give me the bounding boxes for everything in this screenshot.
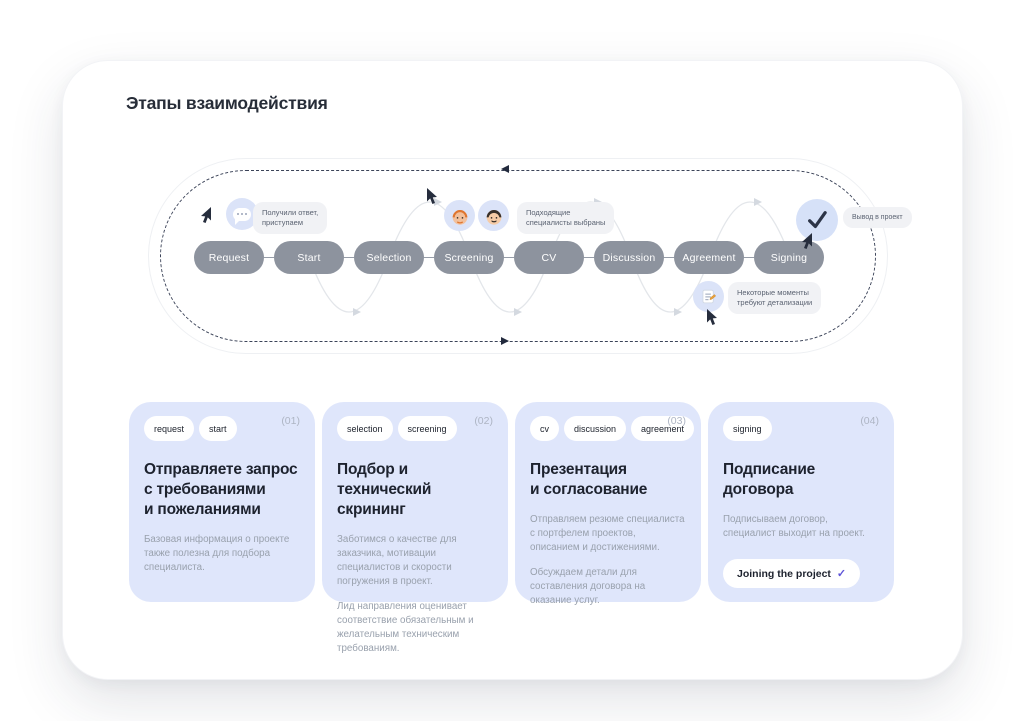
stage-pill-discussion: Discussion xyxy=(594,241,664,274)
pill-connector xyxy=(584,256,594,259)
check-icon: ✓ xyxy=(836,568,847,580)
cursor-pointer-icon xyxy=(201,207,211,223)
card-body: Базовая информация о проекте также полез… xyxy=(144,533,300,575)
pill-connector xyxy=(424,256,434,259)
specialist-avatar-icon xyxy=(478,200,509,231)
card-title: Подписание договора xyxy=(723,461,816,499)
card-number: (04) xyxy=(860,415,879,427)
tag-agreement: agreement xyxy=(631,416,695,441)
tooltip-specialists: Подходящие специалисты выбраны xyxy=(517,202,615,235)
diagram-dashed-loop xyxy=(160,170,876,342)
card-paragraph: Базовая информация о проекте также полез… xyxy=(144,534,290,574)
stage-pill-signing: Signing xyxy=(754,241,824,274)
loop-arrow-bottom-icon xyxy=(501,337,509,345)
pill-connector xyxy=(264,256,274,259)
stage-pill-request: Request xyxy=(194,241,264,274)
tooltip-reply: Получили ответ, приступаем xyxy=(253,202,328,235)
stage-pill-selection: Selection xyxy=(354,241,424,274)
card-paragraph: Заботимся о качестве для заказчика, моти… xyxy=(337,534,457,588)
card-number: (02) xyxy=(474,415,493,427)
tag-selection: selection xyxy=(337,416,393,441)
memo-document-icon xyxy=(693,281,724,312)
pill-connector xyxy=(664,256,674,259)
tag-row: request start xyxy=(144,416,300,441)
card-body: Подписываем договор, специалист выходит … xyxy=(723,513,879,541)
tag-discussion: discussion xyxy=(564,416,627,441)
tag-start: start xyxy=(199,416,237,441)
stage-pill-start: Start xyxy=(274,241,344,274)
steps-card-row: request start (01) Отправляете запрос с … xyxy=(129,402,894,654)
stage-pill-screening: Screening xyxy=(434,241,504,274)
card-title: Подбор и технический скрининг xyxy=(337,461,432,519)
card-number: (01) xyxy=(281,415,300,427)
tooltip-project: Вывод в проект xyxy=(843,207,912,229)
pill-connector xyxy=(504,256,514,259)
tag-row: cv discussion agreement xyxy=(530,416,695,441)
card-paragraph: Отправляем резюме специалиста с портфеле… xyxy=(530,514,685,554)
cursor-pointer-icon xyxy=(802,233,812,249)
card-title: Презентация и согласование xyxy=(530,461,648,499)
stage-pill-cv: CV xyxy=(514,241,584,274)
step-card-01: request start (01) Отправляете запрос с … xyxy=(129,402,315,602)
cursor-pointer-icon xyxy=(707,309,717,325)
stage-pill-row: Request Start Selection Screening CV Dis… xyxy=(194,241,824,274)
tag-signing: signing xyxy=(723,416,772,441)
tag-screening: screening xyxy=(397,416,457,441)
card-paragraph: Лид направления оценивает соответствие о… xyxy=(337,601,474,654)
page-title: Этапы взаимодействия xyxy=(126,93,328,113)
tag-row: signing xyxy=(723,416,879,441)
joining-project-button[interactable]: Joining the project ✓ xyxy=(723,559,861,588)
main-panel: Этапы взаимодействия Request Start Selec… xyxy=(62,60,963,680)
stage-pill-agreement: Agreement xyxy=(674,241,744,274)
step-card-04: signing (04) Подписание договора Подписы… xyxy=(708,402,894,602)
loop-arrow-top-icon xyxy=(501,165,509,173)
diagram-outer-border xyxy=(148,158,888,354)
tag-row: selection screening xyxy=(337,416,493,441)
card-title: Отправляете запрос с требованиями и поже… xyxy=(144,461,298,519)
step-card-03: cv discussion agreement (03) Презентация… xyxy=(515,402,701,606)
step-card-02: selection screening (02) Подбор и технич… xyxy=(322,402,508,654)
card-body: Отправляем резюме специалиста с портфеле… xyxy=(530,513,686,607)
pill-connector xyxy=(344,256,354,259)
tag-cv: cv xyxy=(530,416,559,441)
joining-project-label: Joining the project xyxy=(737,567,831,580)
card-body: Заботимся о качестве для заказчика, моти… xyxy=(337,533,493,655)
chat-bubble-icon xyxy=(226,198,258,230)
specialist-avatar-icon xyxy=(444,200,475,231)
cursor-pointer-icon xyxy=(427,188,437,204)
checkmark-icon xyxy=(796,199,838,241)
card-paragraph: Подписываем договор, специалист выходит … xyxy=(723,514,865,540)
tag-request: request xyxy=(144,416,195,441)
card-paragraph: Обсуждаем детали для составления договор… xyxy=(530,567,646,606)
card-number: (03) xyxy=(667,415,686,427)
tooltip-details: Некоторые моменты требуют детализации xyxy=(728,282,822,315)
pill-connector xyxy=(744,256,754,259)
